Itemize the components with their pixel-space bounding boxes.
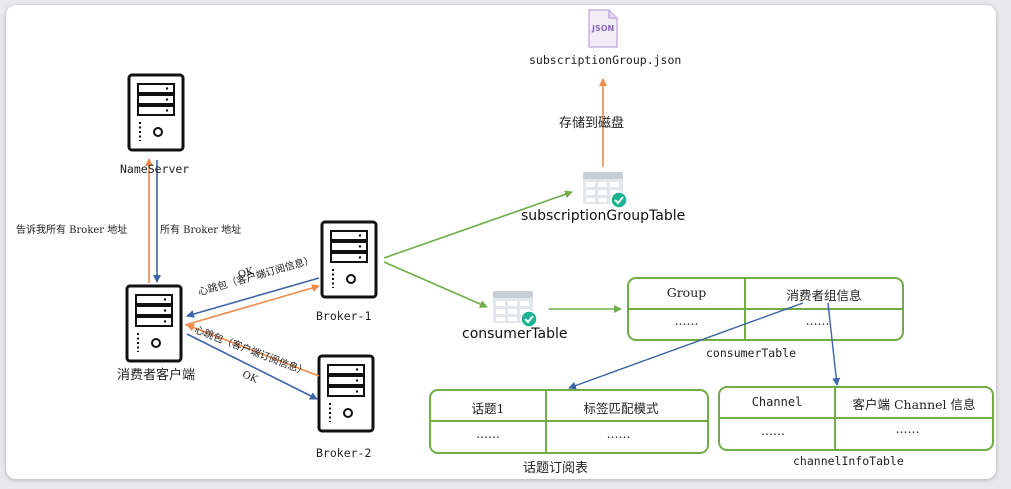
to-topic-table-arrow	[568, 302, 804, 390]
topic-table-header-tag: 标签匹配模式	[583, 401, 659, 416]
heartbeat-broker1-arrow	[184, 284, 320, 326]
tell-all-brokers-label: 告诉我所有 Broker 地址	[16, 225, 128, 236]
topic-table-header-topic: 话题1	[471, 401, 505, 416]
broker2-server-icon	[317, 354, 375, 433]
subscription-table-icon	[582, 171, 628, 209]
channel-table-caption: channelInfoTable	[793, 454, 904, 468]
broker1-label: Broker-1	[316, 309, 372, 323]
topic-table-cell-1: ......	[606, 426, 631, 441]
broker2-ok-arrow	[186, 333, 318, 400]
consumer-table-cell-0: ......	[674, 313, 699, 328]
channel-table-header-info: 客户端 Channel 信息	[852, 397, 976, 412]
consumer-table-icon	[492, 290, 538, 328]
heartbeat-broker2-arrow	[186, 323, 320, 377]
client-label: 消费者客户端	[117, 368, 196, 383]
channel-table-cell-1: ......	[895, 421, 920, 436]
channel-table-cell-0: ......	[761, 423, 785, 438]
json-file-label: subscriptionGroup.json	[529, 53, 682, 67]
json-badge-text: JSON	[592, 24, 615, 33]
consumer-table-grid	[627, 277, 904, 341]
to-channel-table-arrow	[827, 302, 841, 386]
json-file-icon	[588, 9, 618, 48]
broker1-subscription-arrow	[383, 190, 573, 259]
store-to-disk-label: 存储到磁盘	[559, 116, 625, 131]
channel-table-grid	[718, 386, 994, 451]
consumer-table-caption: consumerTable	[706, 346, 797, 360]
topic-table-cell-0: ......	[476, 426, 500, 441]
broker1-ok-arrow	[186, 277, 320, 318]
topic-table-caption: 话题订阅表	[523, 461, 589, 476]
client-server-icon	[125, 284, 183, 363]
nameserver-server-icon	[127, 73, 185, 152]
channel-table-header-channel: Channel	[751, 395, 803, 409]
consumer-table-cell-1: ......	[805, 313, 830, 328]
subscription-group-table-label: subscriptionGroupTable	[521, 208, 686, 224]
consumer-table-header-group: Group	[666, 285, 707, 300]
broker1-consumer-arrow	[383, 261, 488, 308]
nameserver-label: NameServer	[120, 162, 190, 176]
topic-table-grid	[429, 389, 709, 454]
broker2-label: Broker-2	[316, 446, 372, 460]
consumer-table-icon-label: consumerTable	[462, 326, 568, 342]
consumer-table-header-info: 消费者组信息	[786, 288, 862, 303]
broker1-server-icon	[320, 220, 378, 299]
all-brokers-label: 所有 Broker 地址	[160, 225, 242, 236]
